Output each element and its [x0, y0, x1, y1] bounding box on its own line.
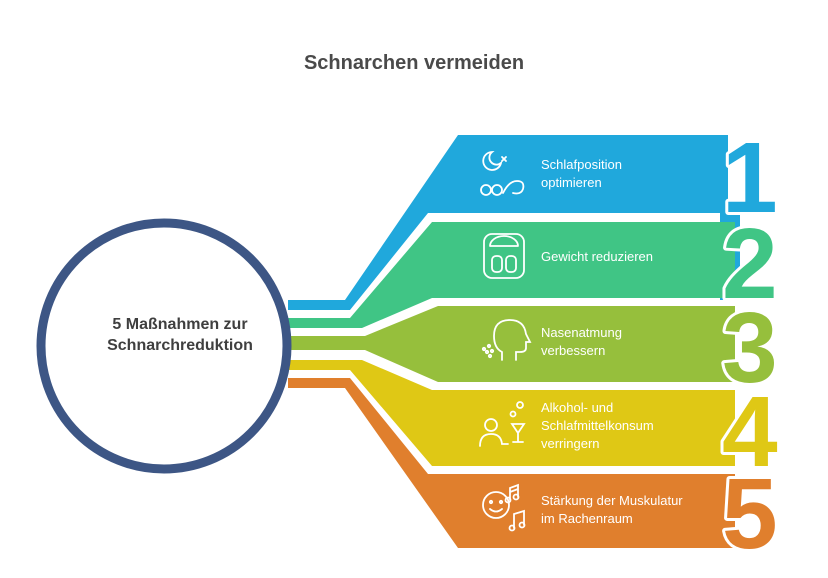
- band-3: [288, 306, 735, 382]
- step-2-label: Gewicht reduzieren: [541, 248, 731, 266]
- person-drink-icon: [479, 401, 526, 447]
- center-label-line2: Schnarchreduktion: [107, 337, 253, 354]
- step-2-number: 2: [722, 208, 778, 320]
- step-3-number: 3: [722, 292, 778, 404]
- step-4-label-line3: verringern: [541, 436, 600, 451]
- step-5-label-line2: im Rachenraum: [541, 511, 633, 526]
- band-5: [288, 378, 735, 548]
- step-3-label: Nasenatmung verbessern: [541, 324, 731, 360]
- face-music-icon: [482, 483, 526, 532]
- step-1-label-line1: Schlafposition: [541, 157, 622, 172]
- step-4-number: 4: [722, 376, 778, 488]
- band-2: [288, 222, 735, 328]
- step-5-number: 5: [722, 458, 778, 570]
- step-1-label-line2: optimieren: [541, 175, 602, 190]
- step-5-label-line1: Stärkung der Muskulatur: [541, 493, 683, 508]
- sleeping-person-icon: [480, 151, 525, 196]
- diagram-title: Schnarchen vermeiden: [303, 52, 525, 74]
- step-3-label-line1: Nasenatmung: [541, 325, 622, 340]
- step-2-label-line1: Gewicht reduzieren: [541, 249, 653, 264]
- scale-icon: [483, 233, 525, 279]
- step-4-label: Alkohol- und Schlafmittelkonsum verringe…: [541, 399, 731, 453]
- step-4-label-line1: Alkohol- und: [541, 400, 614, 415]
- step-5-label: Stärkung der Muskulatur im Rachenraum: [541, 492, 731, 528]
- center-ring: [36, 218, 292, 474]
- center-label-line1: 5 Maßnahmen zur: [112, 316, 248, 333]
- step-1-number: 1: [722, 122, 778, 234]
- step-4-label-line2: Schlafmittelkonsum: [541, 418, 654, 433]
- band-1: [288, 135, 740, 310]
- step-3-label-line2: verbessern: [541, 343, 606, 358]
- breathing-head-icon: [481, 319, 532, 361]
- step-1-label: Schlafposition optimieren: [541, 156, 731, 192]
- center-label: 5 Maßnahmen zur Schnarchreduktion: [60, 314, 300, 356]
